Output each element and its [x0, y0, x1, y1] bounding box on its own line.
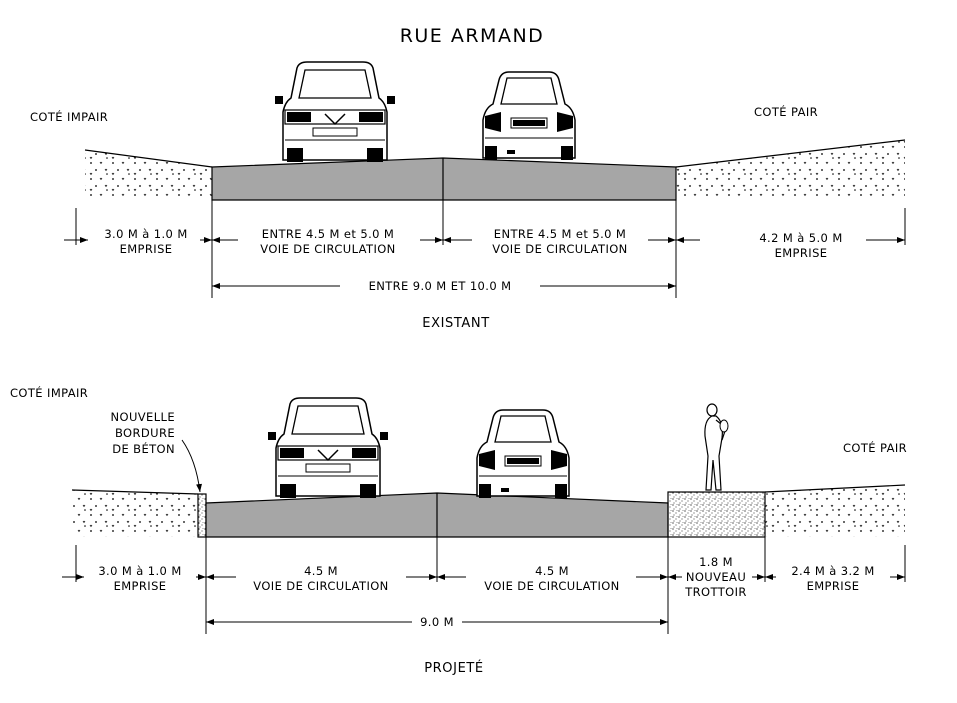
lane2-label: VOIE DE CIRCULATION [492, 242, 627, 256]
left-side-label: COTÉ IMPAIR [30, 109, 108, 124]
existing-caption: EXISTANT [422, 316, 490, 331]
curb-leader [181, 439, 202, 493]
car-rear-icon [482, 71, 576, 161]
lane2-dim: ENTRE 4.5 M et 5.0 M [494, 227, 626, 241]
pedestrian-icon [704, 403, 729, 491]
sidewalk-dim: 1.8 M [699, 555, 733, 569]
right-dim: 2.4 M à 3.2 M [791, 564, 874, 578]
left-emprise: EMPRISE [114, 579, 167, 593]
left-emprise: EMPRISE [120, 242, 173, 256]
right-side-label: COTÉ PAIR [843, 440, 907, 455]
lane1-label: VOIE DE CIRCULATION [253, 579, 388, 593]
lane2-label: VOIE DE CIRCULATION [484, 579, 619, 593]
car-rear-icon [476, 409, 570, 499]
projected-section: COTÉ IMPAIR COTÉ PAIR NOUVELLE BORDURE D… [10, 385, 907, 676]
new-sidewalk [667, 491, 766, 538]
soil-hatch-right [676, 140, 905, 200]
curb-note-line1: NOUVELLE [111, 410, 176, 424]
car-front-icon [274, 61, 396, 163]
curb-note-line3: DE BÉTON [112, 441, 175, 456]
lane1-dim: 4.5 M [304, 564, 338, 578]
lane1-dim: ENTRE 4.5 M et 5.0 M [262, 227, 394, 241]
soil-hatch-right [765, 485, 905, 537]
pavement [211, 157, 677, 201]
soil-hatch-left [85, 150, 212, 200]
car-front-icon [267, 397, 389, 499]
curb-note-line2: BORDURE [115, 426, 175, 440]
total-dim: 9.0 M [420, 615, 454, 629]
projected-caption: PROJETÉ [424, 660, 484, 676]
left-dim: 3.0 M à 1.0 M [104, 227, 187, 241]
lane1-label: VOIE DE CIRCULATION [260, 242, 395, 256]
left-side-label: COTÉ IMPAIR [10, 385, 88, 400]
right-side-label: COTÉ PAIR [754, 104, 818, 119]
existing-section: COTÉ IMPAIR COTÉ PAIR 3.0 M à 1.0 M EMPR… [30, 61, 906, 331]
lane2-dim: 4.5 M [535, 564, 569, 578]
sidewalk-label-2: TROTTOIR [684, 585, 747, 599]
soil-hatch-left [72, 490, 198, 537]
concrete-curb [197, 493, 207, 538]
total-dim: ENTRE 9.0 M ET 10.0 M [369, 279, 512, 293]
left-dim: 3.0 M à 1.0 M [98, 564, 181, 578]
right-emprise: EMPRISE [807, 579, 860, 593]
sidewalk-label-1: NOUVEAU [686, 570, 746, 584]
right-emprise: EMPRISE [775, 246, 828, 260]
drawing-title: RUE ARMAND [400, 25, 545, 47]
right-dim: 4.2 M à 5.0 M [759, 231, 842, 245]
